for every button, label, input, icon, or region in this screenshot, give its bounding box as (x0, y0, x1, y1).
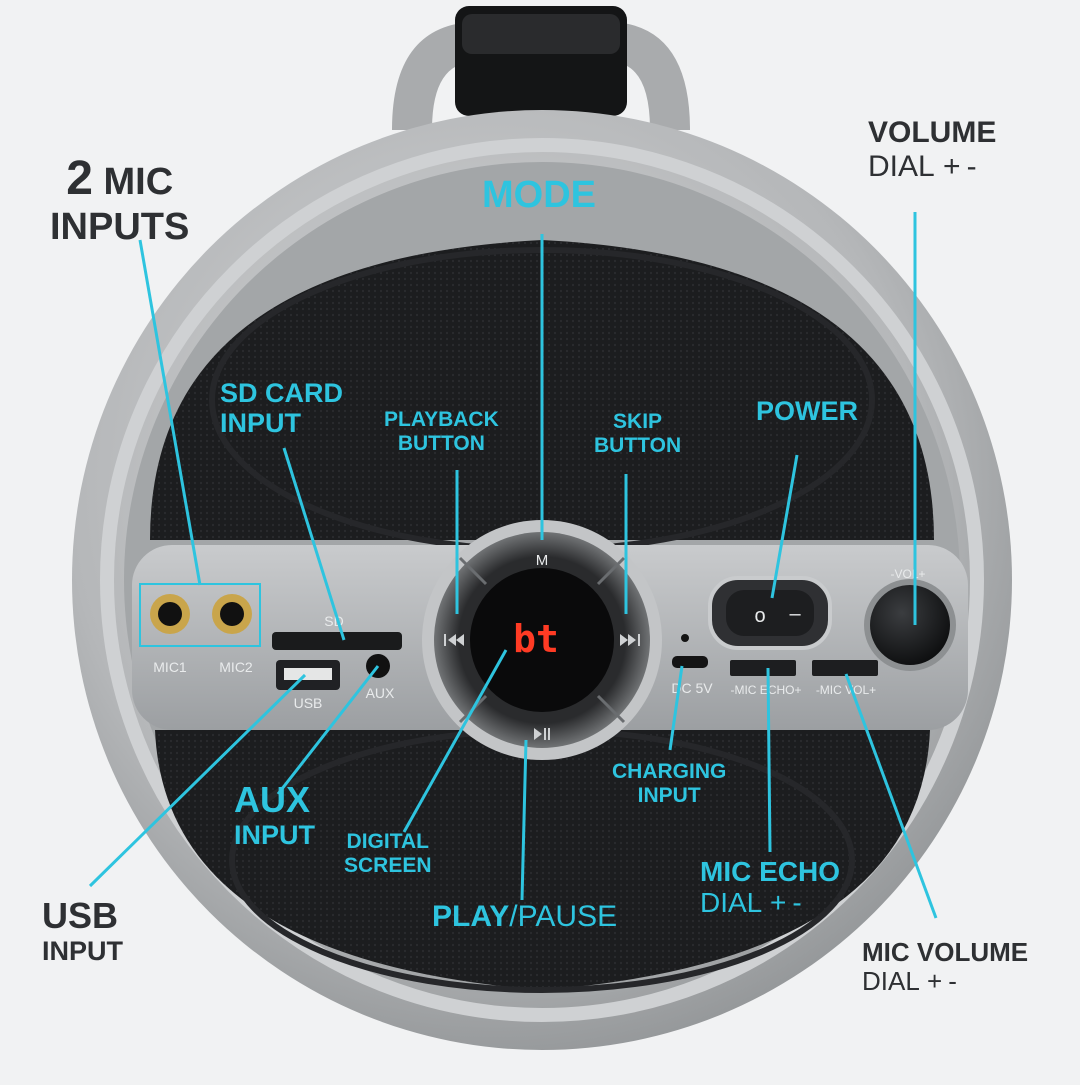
carry-handle (392, 6, 690, 130)
skip-button-label: SKIP BUTTON (594, 410, 681, 457)
aux-line2: INPUT (234, 820, 315, 851)
mic1-port-label: MIC1 (153, 659, 187, 675)
mic-inputs-line2: INPUTS (50, 205, 190, 248)
aux-port-label: AUX (366, 685, 395, 701)
usb-line1: USB (42, 895, 119, 936)
mic-count: 2 (66, 152, 93, 205)
mic-echo-slider[interactable] (730, 660, 796, 676)
sd-line1: SD CARD (220, 378, 344, 408)
charging-line1: CHARGING (612, 760, 727, 783)
play-word: PLAY (432, 900, 510, 933)
callout-micvol (844, 673, 938, 919)
aux-line1: AUX (234, 779, 311, 820)
display-readout: bt (513, 617, 559, 661)
volume-knob[interactable] (870, 585, 950, 665)
usb-line2: INPUT (42, 936, 123, 967)
digital-screen (470, 568, 614, 712)
echo-dial-word: DIAL (700, 887, 763, 919)
power-off-symbol: – (789, 603, 801, 625)
skip-line1: SKIP (613, 410, 663, 433)
mic1-jack[interactable] (150, 594, 190, 634)
mic-echo-port-label: -MIC ECHO+ (730, 683, 801, 697)
callout-aux (276, 665, 380, 795)
callout-mic (138, 239, 202, 586)
digital-screen-label: DIGITAL SCREEN (344, 830, 432, 877)
volume-dial-word: DIAL (868, 149, 935, 183)
micvol-plusminus: +- (927, 966, 963, 997)
aux-input-label: AUX INPUT (234, 779, 315, 851)
mode-button[interactable]: M (536, 552, 549, 569)
callout-play (520, 739, 528, 901)
status-led (681, 634, 689, 642)
echo-line1: MIC ECHO (700, 856, 840, 887)
next-track-icon[interactable] (620, 634, 640, 646)
mic2-port-label: MIC2 (219, 659, 253, 675)
power-label: POWER (756, 396, 859, 426)
mic-inputs-line1: MIC (103, 161, 174, 203)
playback-line2: BUTTON (397, 431, 485, 455)
charging-line2: INPUT (637, 783, 701, 807)
callout-echo (766, 667, 772, 853)
speaker-rim (100, 138, 984, 1022)
mic-volume-slider[interactable] (812, 660, 878, 676)
power-on-symbol: o (754, 605, 765, 627)
mic-inputs-label: 2 MIC INPUTS (50, 152, 189, 248)
playback-line1: PLAYBACK (384, 408, 499, 431)
sd-card-slot[interactable] (272, 632, 402, 650)
usb-port-label: USB (294, 695, 323, 711)
digital-line1: DIGITAL (346, 830, 429, 853)
playback-button-label: PLAYBACK BUTTON (384, 408, 499, 455)
volume-line1: VOLUME (868, 116, 997, 149)
pause-word: PAUSE (517, 900, 618, 933)
echo-plusminus: +- (770, 887, 808, 919)
digital-line2: SCREEN (344, 853, 432, 877)
mic2-jack[interactable] (212, 594, 252, 634)
sd-line2: INPUT (220, 408, 301, 439)
mic-volume-label: MIC VOLUME DIAL +- (862, 937, 1029, 997)
play-pause-icon[interactable] (534, 728, 550, 740)
callout-usb (88, 673, 307, 888)
sd-card-label: SD CARD INPUT (220, 378, 343, 438)
play-pause-label: PLAY/PAUSE (432, 900, 617, 934)
dc-port-label: DC 5V (671, 680, 713, 696)
charging-input-label: CHARGING INPUT (612, 760, 726, 807)
previous-track-icon[interactable] (444, 634, 464, 646)
usb-input-label: USB INPUT (42, 895, 123, 967)
callout-digital (402, 649, 508, 833)
play-slash: / (509, 900, 518, 933)
callout-power (770, 454, 799, 599)
vol-port-label: -VOL+ (890, 567, 925, 581)
mode-label: MODE (482, 174, 596, 216)
volume-dial-label: VOLUME DIAL +- (868, 116, 996, 183)
callout-sd (282, 447, 346, 641)
volume-plusminus: +- (943, 149, 983, 183)
callout-lines (88, 212, 938, 919)
mic-vol-port-label: -MIC VOL+ (816, 683, 876, 697)
micvol-dial-word: DIAL (862, 966, 920, 997)
callout-charging (668, 665, 684, 751)
lower-grill (155, 730, 930, 990)
micvol-line1: MIC VOLUME (862, 937, 1029, 967)
mic-echo-label: MIC ECHO DIAL +- (700, 856, 840, 919)
charging-port[interactable] (672, 656, 708, 668)
skip-line2: BUTTON (594, 433, 682, 457)
